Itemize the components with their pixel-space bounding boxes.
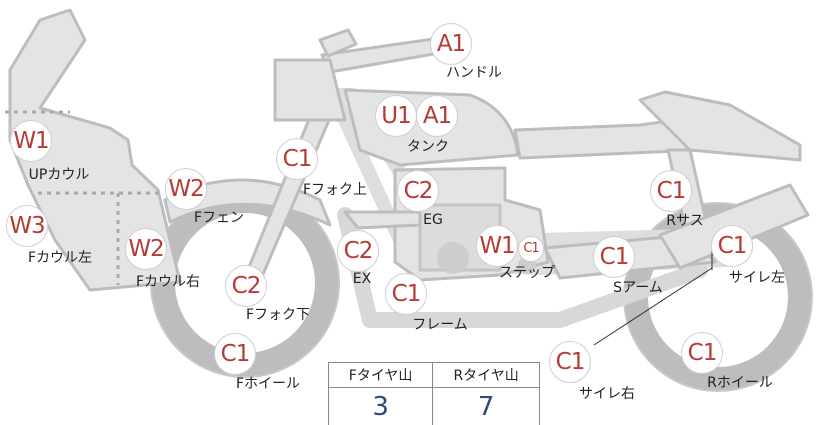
r-suspension-label: Rサス <box>666 213 704 229</box>
side-cover-right-grade-badge: C1 <box>549 341 591 383</box>
tank-grade-badge-a: A1 <box>416 95 458 137</box>
up-cowl-label: UPカウル <box>28 167 90 183</box>
f-fork-upper-label: Fフォク上 <box>302 182 368 198</box>
front-tread-value: 3 <box>327 387 434 425</box>
frame-grade-badge: C1 <box>385 273 427 315</box>
f-fender-label: Fフェン <box>193 210 245 226</box>
f-cowl-left-label: Fカウル左 <box>27 250 93 266</box>
rear-tread-value: 7 <box>432 387 540 425</box>
front-tread-header: Fタイヤ山 <box>327 362 434 388</box>
frame-label: フレーム <box>412 317 468 333</box>
up-cowl-grade-badge: W1 <box>10 120 52 162</box>
exhaust-label: EX <box>352 271 372 287</box>
exhaust-grade-badge: C2 <box>337 230 379 272</box>
f-fender-grade-badge: W2 <box>165 168 207 210</box>
tank-label: タンク <box>407 139 449 155</box>
headlight-shape <box>273 58 347 122</box>
f-fork-upper-grade-badge: C1 <box>276 138 318 180</box>
step-grade-badge: W1 <box>476 225 518 267</box>
f-fork-lower-grade-badge: C2 <box>225 265 267 307</box>
mirror-shape <box>318 28 358 58</box>
handle-label: ハンドル <box>446 65 502 81</box>
r-suspension-grade-badge: C1 <box>650 170 692 212</box>
engine-grade-badge: C2 <box>397 170 439 212</box>
r-wheel-label: Rホイール <box>707 375 773 391</box>
r-wheel-grade-badge: C1 <box>681 332 723 374</box>
exhaust-shape <box>343 210 422 230</box>
engine-cover <box>437 242 469 274</box>
f-fork-lower-label: Fフォク下 <box>245 307 311 323</box>
side-cover-left-grade-badge: C1 <box>711 225 753 267</box>
engine-label: EG <box>423 212 443 228</box>
side-cover-right-label: サイレ右 <box>579 386 635 402</box>
handle-grade-badge: A1 <box>430 23 472 65</box>
f-cowl-right-label: Fカウル右 <box>135 274 201 290</box>
f-cowl-left-grade-badge: W3 <box>6 205 48 247</box>
step-grade-badge-small: C1 <box>518 236 544 262</box>
fairing-shape <box>8 8 182 292</box>
f-wheel-grade-badge: C1 <box>214 333 256 375</box>
swing-arm-grade-badge: C1 <box>593 236 635 278</box>
tire-tread-table: Fタイヤ山 Rタイヤ山 3 7 <box>327 362 540 425</box>
rear-tread-header: Rタイヤ山 <box>432 362 540 388</box>
f-cowl-right-grade-badge: W2 <box>125 228 167 270</box>
side-cover-left-label: サイレ左 <box>729 270 785 286</box>
tank-grade-badge-u: U1 <box>375 95 417 137</box>
step-label: ステップ <box>499 265 555 281</box>
f-wheel-label: Fホイール <box>235 376 301 392</box>
swing-arm-label: Sアーム <box>613 280 663 296</box>
